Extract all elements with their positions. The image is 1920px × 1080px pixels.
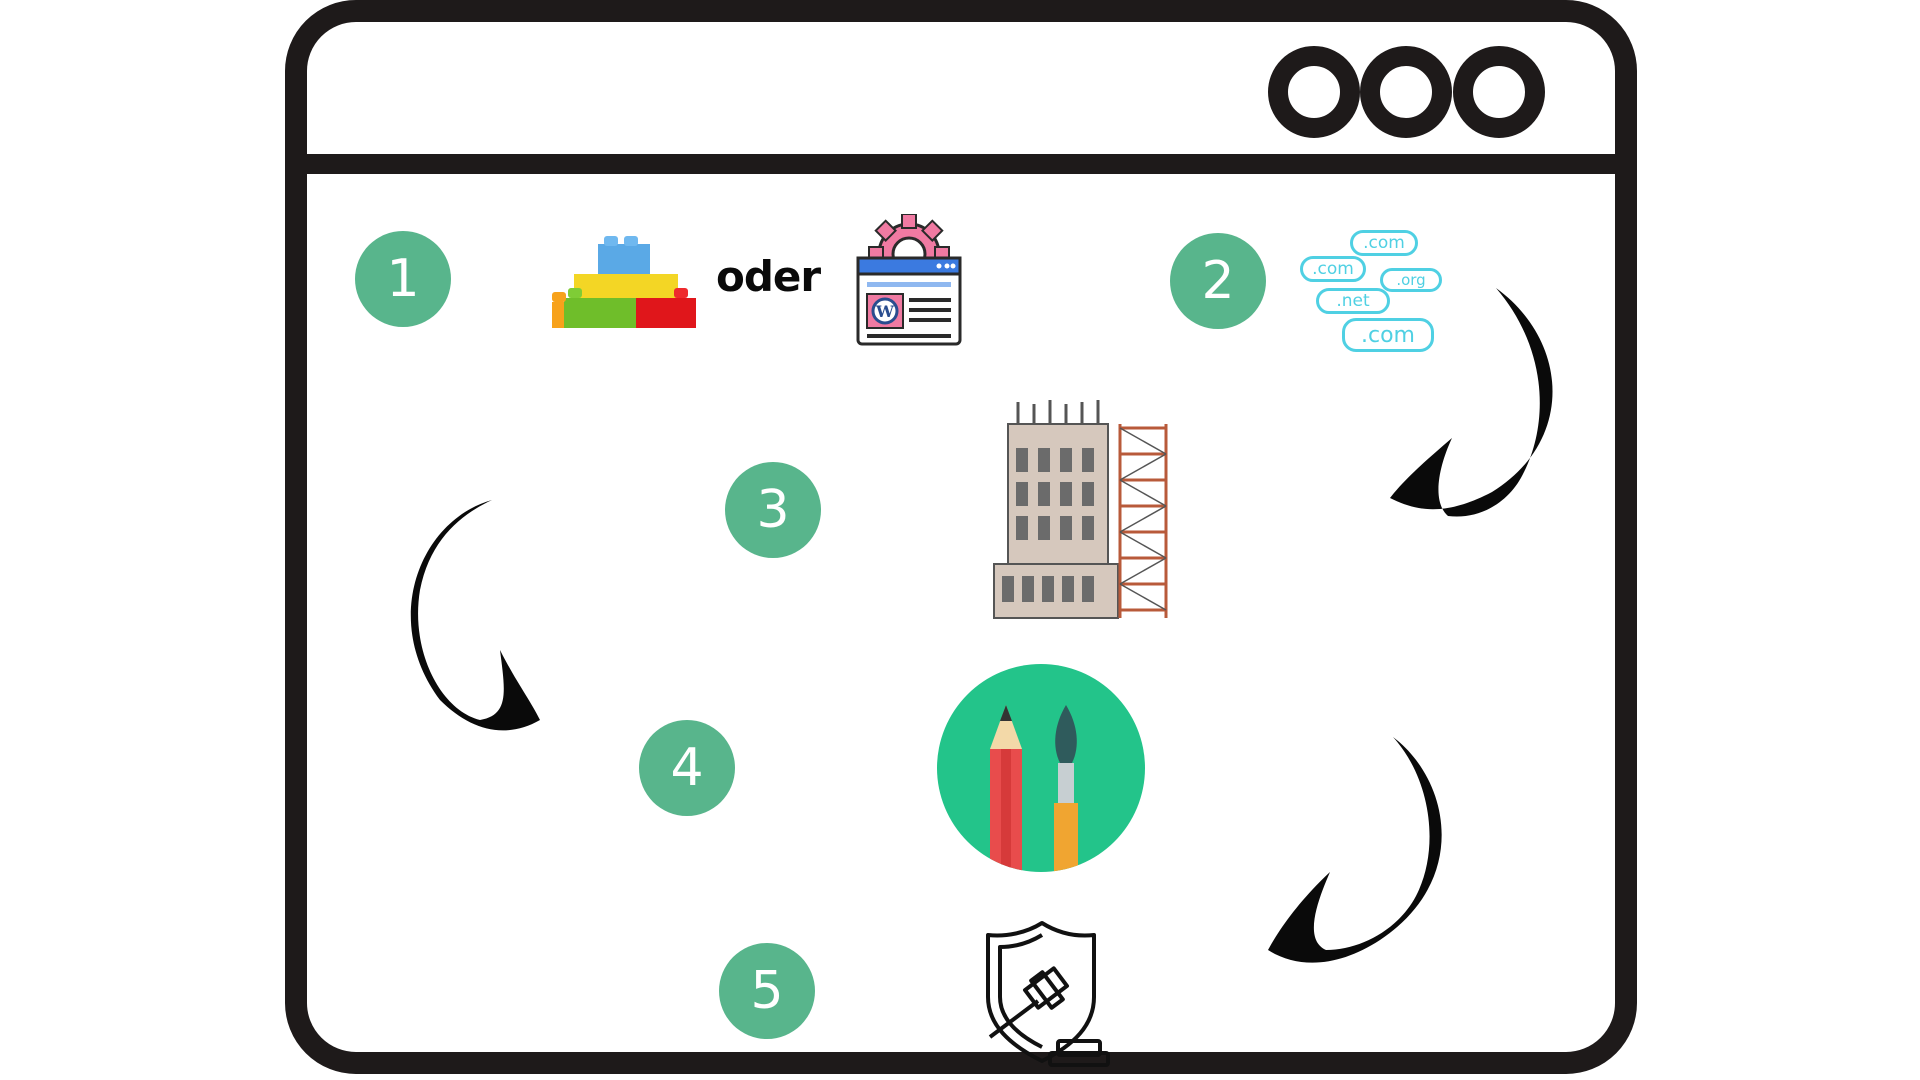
domain-pill: .com — [1350, 230, 1418, 256]
arrow-step4-to-step5 — [1268, 737, 1442, 963]
building-blocks-icon — [552, 236, 696, 328]
step-badge-3: 3 — [725, 462, 821, 558]
pencil-brush-icon — [937, 664, 1145, 872]
window-control-circle-1 — [1268, 46, 1360, 138]
step-number: 3 — [756, 480, 790, 540]
arrow-step2-to-step3 — [1390, 288, 1553, 517]
domain-pill: .com — [1342, 318, 1434, 352]
domain-pill: .com — [1300, 256, 1366, 282]
step-badge-4: 4 — [639, 720, 735, 816]
arrow-step3-to-step4 — [410, 500, 540, 731]
svg-text:W: W — [875, 302, 895, 321]
building-under-construction-icon — [993, 400, 1168, 619]
domain-names-icon: .com .com .org .net .com — [1290, 228, 1450, 358]
legal-shield-gavel-icon — [986, 921, 1110, 1067]
wordpress-settings-icon: W — [856, 214, 962, 346]
window-controls-icon — [1268, 46, 1545, 138]
window-control-circle-2 — [1360, 46, 1452, 138]
step-badge-2: 2 — [1170, 233, 1266, 329]
step-number: 4 — [670, 738, 704, 798]
step-number: 2 — [1201, 251, 1235, 311]
window-control-circle-3 — [1453, 46, 1545, 138]
step-number: 5 — [750, 961, 784, 1021]
domain-pill: .net — [1316, 288, 1390, 314]
connector-text-oder: oder — [716, 252, 821, 301]
step-badge-5: 5 — [719, 943, 815, 1039]
step-number: 1 — [386, 249, 420, 309]
step-badge-1: 1 — [355, 231, 451, 327]
domain-pill: .org — [1380, 268, 1442, 292]
